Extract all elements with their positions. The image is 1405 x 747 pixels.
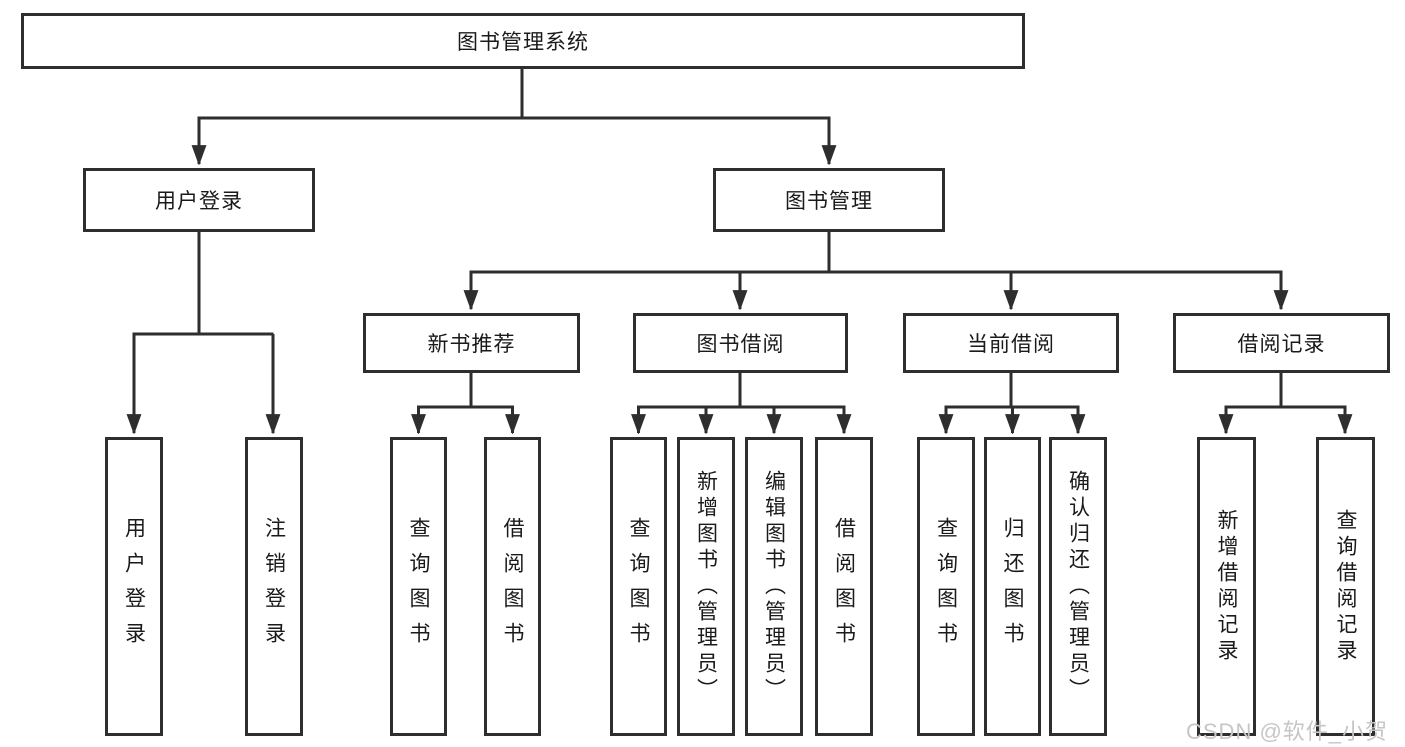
leaf-user-login: 用户登录 [105,437,163,736]
leaf-newbook-query: 查询图书 [390,437,447,736]
node-current-borrowing-label: 当前借阅 [967,333,1055,356]
node-user-login-branch: 用户登录 [83,168,315,232]
leaf-current-query-label: 查询图书 [934,516,958,657]
leaf-borrowing-query: 查询图书 [610,437,667,736]
node-user-login-label: 用户登录 [155,190,243,213]
leaf-current-confirm-admin-label: 确认归还（管理员） [1066,469,1090,704]
leaf-logout: 注销登录 [245,437,303,736]
node-book-management-label: 图书管理 [785,190,873,213]
node-new-book-recommend-label: 新书推荐 [427,333,516,356]
leaf-current-return-label: 归还图书 [1001,516,1024,657]
leaf-records-add-label: 新增借阅记录 [1215,508,1238,665]
leaf-records-add: 新增借阅记录 [1197,437,1256,736]
leaf-user-login-label: 用户登录 [122,516,146,657]
node-book-management-branch: 图书管理 [713,168,945,232]
node-root-system: 图书管理系统 [21,13,1025,69]
leaf-borrowing-edit-admin: 编辑图书（管理员） [745,437,803,736]
leaf-newbook-query-label: 查询图书 [407,516,430,657]
node-new-book-recommend: 新书推荐 [363,313,580,373]
node-current-borrowing: 当前借阅 [903,313,1119,373]
node-book-borrowing: 图书借阅 [633,313,848,373]
leaf-borrowing-borrow: 借阅图书 [815,437,873,736]
leaf-borrowing-add-admin-label: 新增图书（管理员） [694,469,718,704]
leaf-logout-label: 注销登录 [262,516,286,657]
node-borrow-records: 借阅记录 [1173,313,1390,373]
leaf-current-return: 归还图书 [984,437,1041,736]
leaf-newbook-borrow: 借阅图书 [484,437,541,736]
leaf-borrowing-query-label: 查询图书 [627,516,650,657]
leaf-newbook-borrow-label: 借阅图书 [501,516,524,657]
leaf-records-query-label: 查询借阅记录 [1334,508,1357,665]
leaf-borrowing-add-admin: 新增图书（管理员） [677,437,735,736]
leaf-current-query: 查询图书 [917,437,975,736]
leaf-records-query: 查询借阅记录 [1316,437,1375,736]
leaf-borrowing-borrow-label: 借阅图书 [832,516,856,657]
leaf-borrowing-edit-admin-label: 编辑图书（管理员） [762,469,786,704]
node-root-label: 图书管理系统 [457,31,589,54]
node-book-borrowing-label: 图书借阅 [696,333,785,356]
leaf-current-confirm-admin: 确认归还（管理员） [1049,437,1107,736]
node-borrow-records-label: 借阅记录 [1237,333,1326,356]
